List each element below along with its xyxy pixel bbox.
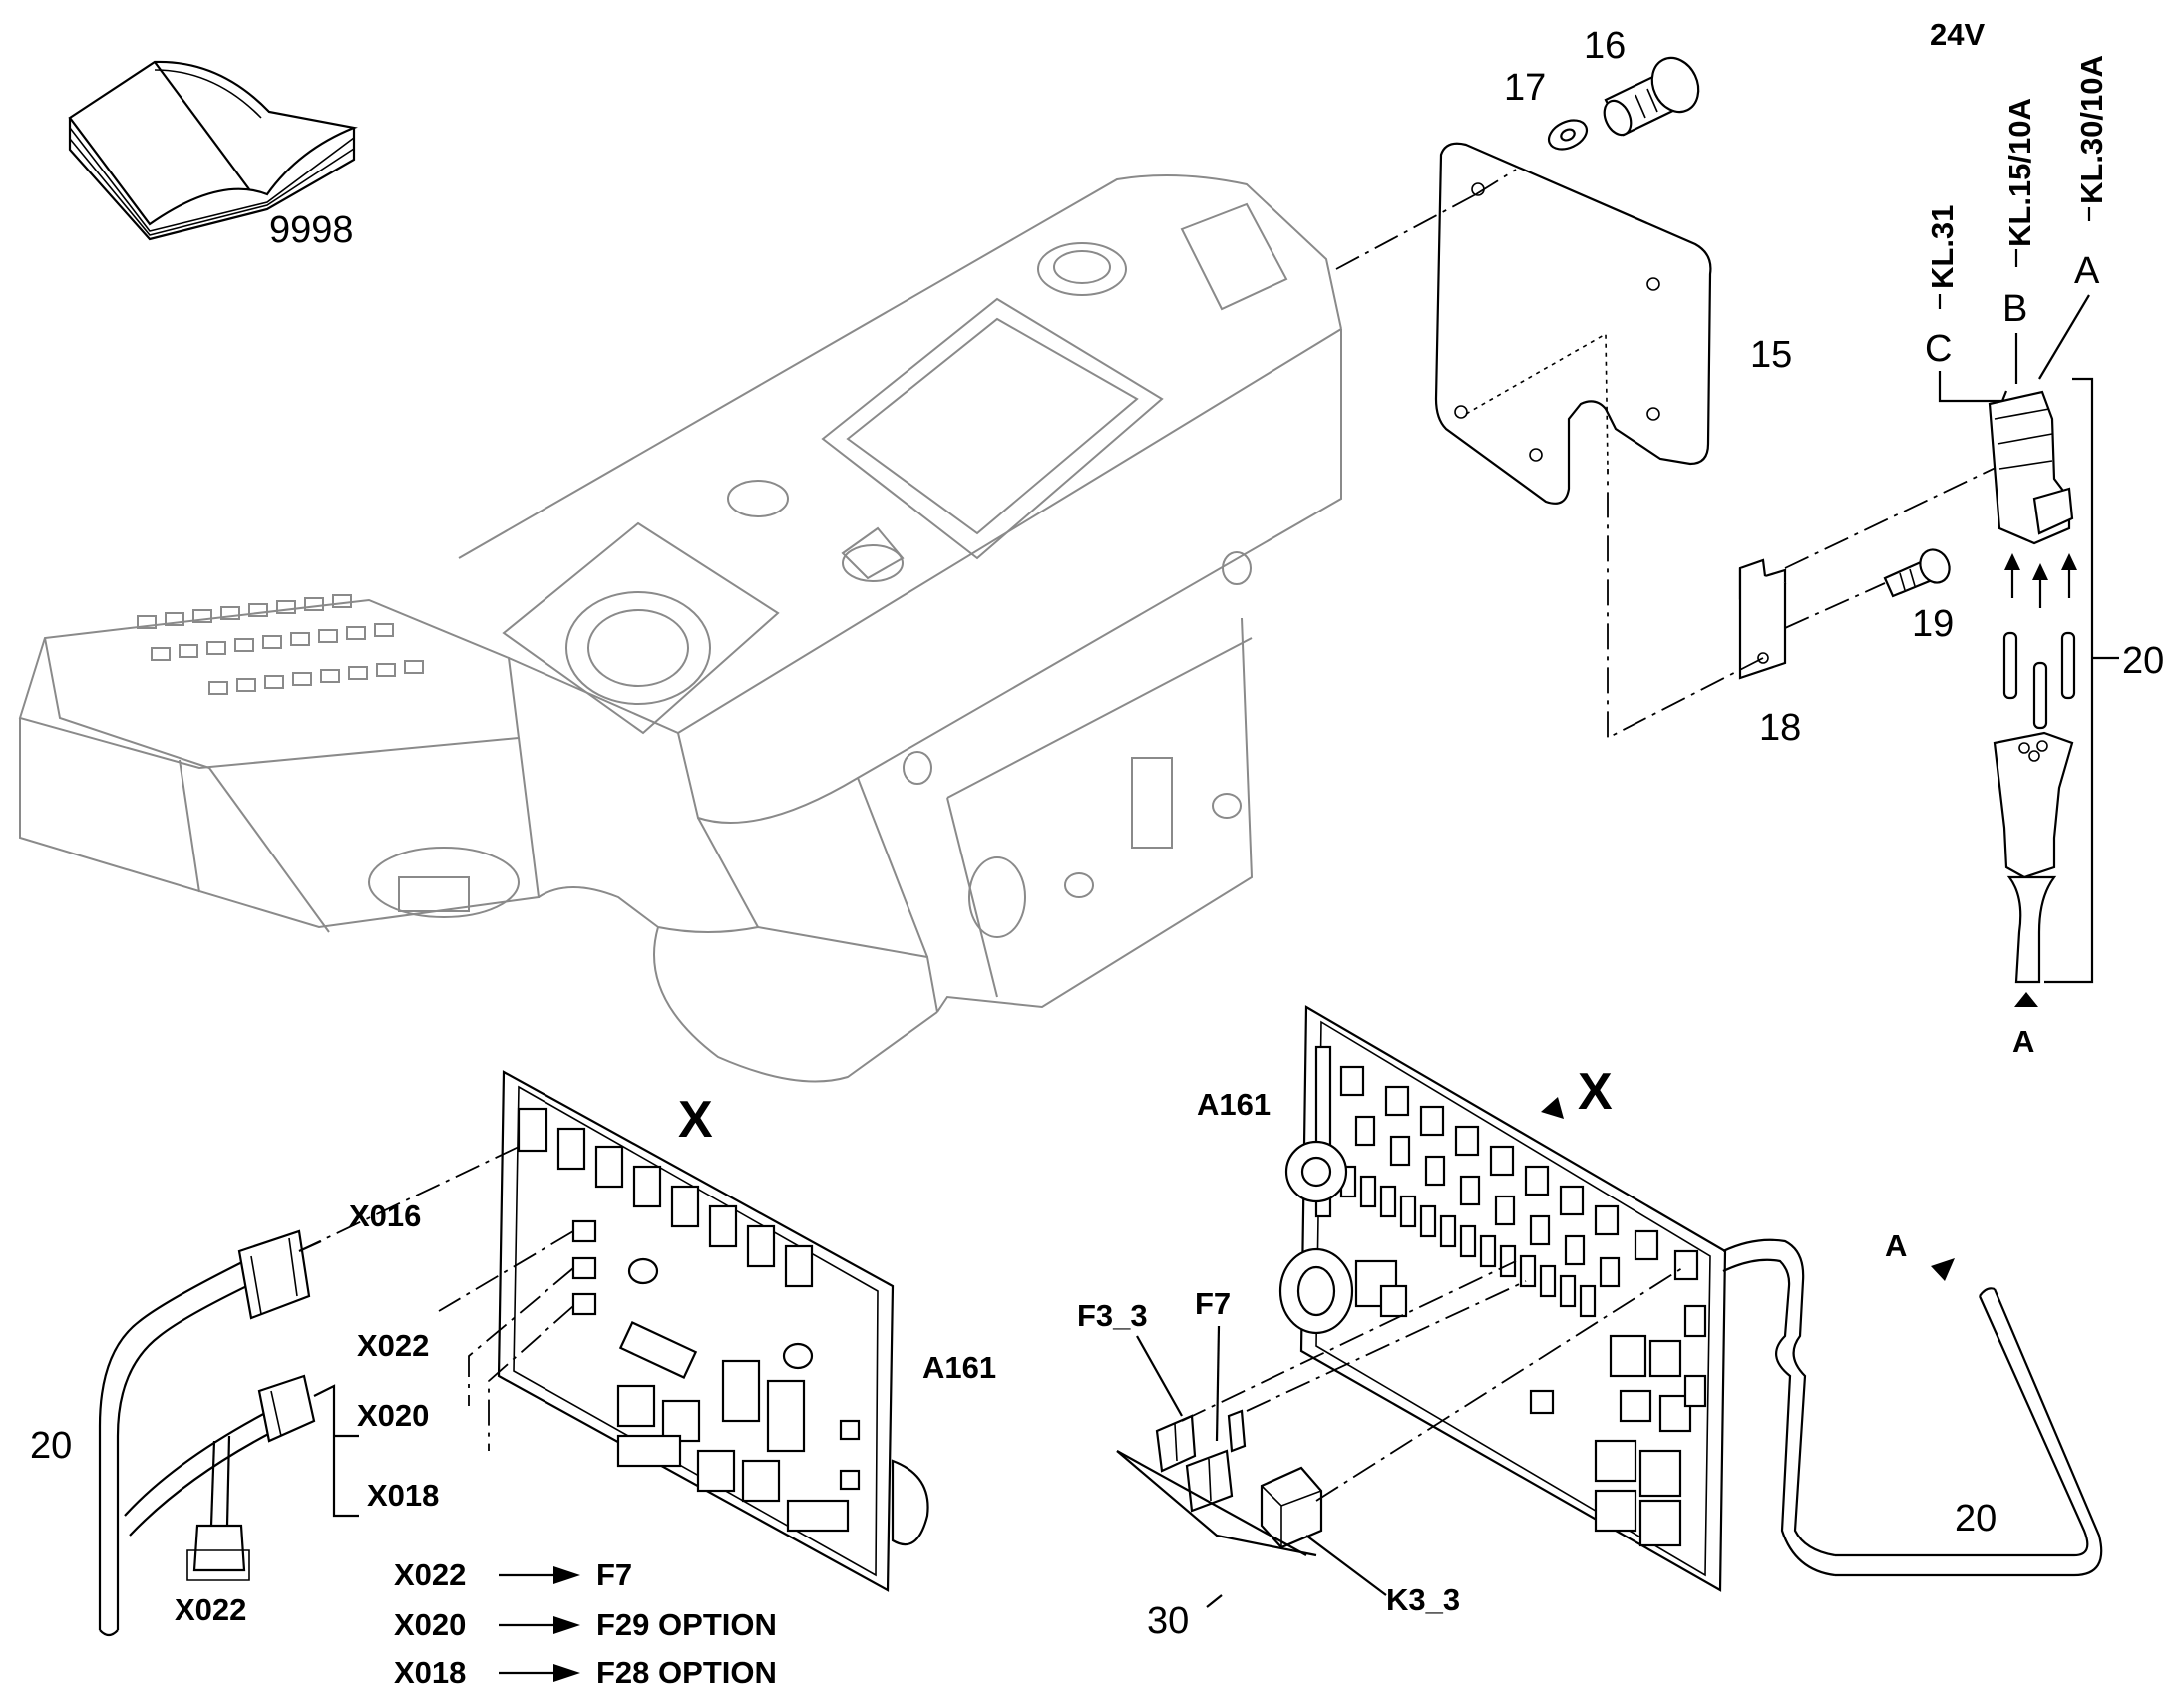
pin-c-letter: C xyxy=(1925,328,1952,370)
left-view-label: X xyxy=(678,1091,713,1149)
kit-callout: 30 xyxy=(1147,1600,1189,1642)
mount-plate xyxy=(1434,142,1712,505)
fuse-f3-3 xyxy=(1155,1414,1197,1473)
fuse-f7 xyxy=(1185,1409,1247,1513)
pin-a-terminal: KL.30/10A xyxy=(2074,55,2109,204)
relay-k3-3-label: K3_3 xyxy=(1386,1582,1460,1617)
connector-x020: X020 xyxy=(357,1398,429,1433)
legend-from-1: X022 xyxy=(394,1557,466,1592)
connector-bracket xyxy=(1738,558,1787,680)
legend-table: X022 F7 X020 F29 OPTION X018 F28 OPTION xyxy=(394,1557,777,1690)
keypad-buttons xyxy=(137,594,424,695)
pin-arrows xyxy=(2004,553,2077,608)
plate-callout: 15 xyxy=(1750,334,1792,376)
manual-callout: 9998 xyxy=(269,209,354,251)
legend-from-2: X020 xyxy=(394,1607,466,1642)
bracket-callout: 18 xyxy=(1759,707,1801,749)
right-board-label: A161 xyxy=(1197,1087,1271,1122)
pin-c-terminal: KL.31 xyxy=(1925,205,1960,289)
right-wire-harness xyxy=(1722,1238,2103,1577)
pin-b-letter: B xyxy=(2002,288,2027,330)
left-board-connectors xyxy=(517,1107,929,1546)
harness-left-callout: 20 xyxy=(30,1425,72,1467)
connector-x022: X022 xyxy=(357,1328,429,1363)
right-view-arrow-label: A xyxy=(1885,1228,1907,1263)
right-board-components xyxy=(1278,1045,1707,1547)
legend-to-2: F29 OPTION xyxy=(596,1607,777,1642)
right-view-label: X xyxy=(1578,1063,1613,1121)
control-console-housing xyxy=(18,174,1342,1083)
harness-right-callout: 20 xyxy=(1955,1498,1997,1539)
bracket-screw-callout: 19 xyxy=(1912,603,1954,645)
plug-x022-label: X022 xyxy=(175,1592,246,1627)
legend-to-3: F28 OPTION xyxy=(596,1655,777,1690)
screw-callout: 16 xyxy=(1584,25,1626,67)
right-circuit-board xyxy=(1278,1005,1727,1592)
plug-body xyxy=(1993,731,2074,984)
fuse-f3-3-label: F3_3 xyxy=(1077,1298,1148,1333)
pin-b-terminal: KL.15/10A xyxy=(2002,98,2037,247)
left-board-label: A161 xyxy=(922,1350,996,1385)
pin-a-letter: A xyxy=(2074,250,2100,292)
bracket-screw xyxy=(1883,548,1951,598)
fuse-f7-label: F7 xyxy=(1195,1286,1231,1321)
terminal-pins xyxy=(2002,631,2076,730)
screw-part xyxy=(1603,56,1700,137)
legend-from-3: X018 xyxy=(394,1655,466,1690)
view-a-label: A xyxy=(2012,1024,2034,1059)
voltage-label: 24V xyxy=(1930,17,1985,52)
left-circuit-board xyxy=(497,1070,929,1592)
legend-to-1: F7 xyxy=(596,1557,632,1592)
connector-housing xyxy=(1988,390,2074,545)
connector-x016: X016 xyxy=(349,1198,421,1233)
connector-x018: X018 xyxy=(367,1478,439,1513)
left-wire-harness xyxy=(98,1229,359,1637)
harness-top-callout: 20 xyxy=(2122,640,2164,682)
washer-callout: 17 xyxy=(1504,67,1546,109)
manual-book-icon xyxy=(68,60,358,241)
washer-part xyxy=(1547,119,1589,151)
